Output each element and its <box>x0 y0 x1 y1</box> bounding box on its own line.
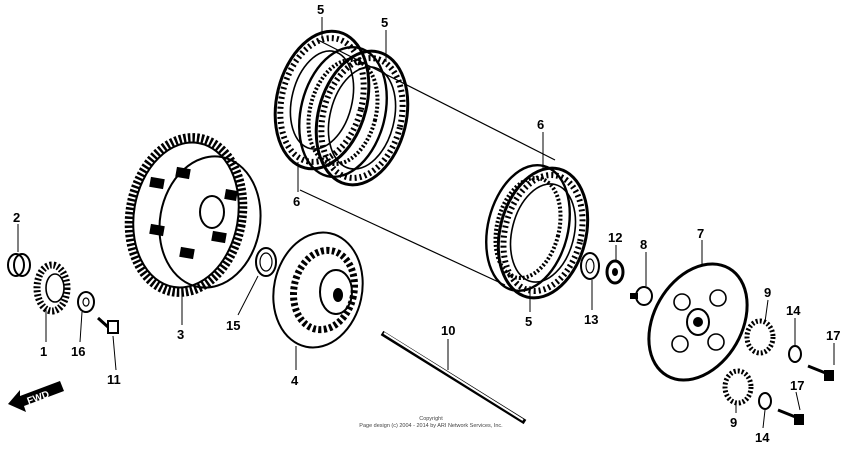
callout-7: 7 <box>697 226 704 241</box>
callout-5-top-left: 5 <box>317 2 324 17</box>
washer-14-lower <box>758 392 772 410</box>
clutch-spring-lower <box>722 368 754 406</box>
friction-disc-lower <box>496 166 590 300</box>
callout-13: 13 <box>584 312 598 327</box>
pressure-plate <box>647 262 749 382</box>
callout-14-lower: 14 <box>755 430 770 445</box>
washer-14-upper <box>788 345 802 363</box>
callout-17-lower: 17 <box>790 378 804 393</box>
callout-9-lower: 9 <box>730 415 737 430</box>
lock-washer-13 <box>580 252 600 280</box>
fwd-arrow-icon: FWD <box>8 381 64 412</box>
collar <box>7 253 31 277</box>
callout-6-left: 6 <box>293 194 300 209</box>
copyright-line-2: Page design (c) 2004 - 2014 by ARI Netwo… <box>359 422 503 429</box>
thrust-washer-15 <box>255 247 277 277</box>
callout-5-bottom: 5 <box>525 314 532 329</box>
bolt-17-upper <box>807 364 834 381</box>
clutch-plate-upper <box>298 45 388 179</box>
clutch-spring-upper <box>744 318 776 356</box>
callout-10: 10 <box>441 323 455 338</box>
callout-9-upper: 9 <box>764 285 771 300</box>
callout-12: 12 <box>608 230 622 245</box>
clutch-center <box>272 231 364 349</box>
callout-2: 2 <box>13 210 20 225</box>
bolt-11 <box>96 316 119 334</box>
primary-drive-gear <box>33 261 71 315</box>
clutch-outer-basket <box>124 133 262 297</box>
callout-3: 3 <box>177 327 184 342</box>
copyright-notice: Copyright Page design (c) 2004 - 2014 by… <box>336 416 526 429</box>
callout-1: 1 <box>40 344 47 359</box>
callouts: 5 5 6 6 5 3 4 15 2 1 16 11 10 12 8 13 7 … <box>13 2 840 445</box>
callout-8: 8 <box>640 237 647 252</box>
fwd-label: FWD <box>26 389 51 407</box>
callout-11: 11 <box>107 372 121 387</box>
callout-17-upper: 17 <box>826 328 840 343</box>
lock-nut-12 <box>605 259 625 285</box>
callout-14-upper: 14 <box>786 303 801 318</box>
callout-16: 16 <box>71 344 85 359</box>
bolt-17-lower <box>777 408 804 425</box>
callout-5-top-right: 5 <box>381 15 388 30</box>
callout-15: 15 <box>226 318 240 333</box>
copyright-line-1: Copyright <box>419 416 443 422</box>
callout-6-right: 6 <box>537 117 544 132</box>
lifter-bearing-8 <box>630 286 653 306</box>
lifter-rod <box>380 330 527 425</box>
callout-4: 4 <box>291 373 299 388</box>
washer-16 <box>77 291 95 313</box>
leader-lines <box>17 17 835 429</box>
friction-disc-upper-rear <box>314 49 410 187</box>
